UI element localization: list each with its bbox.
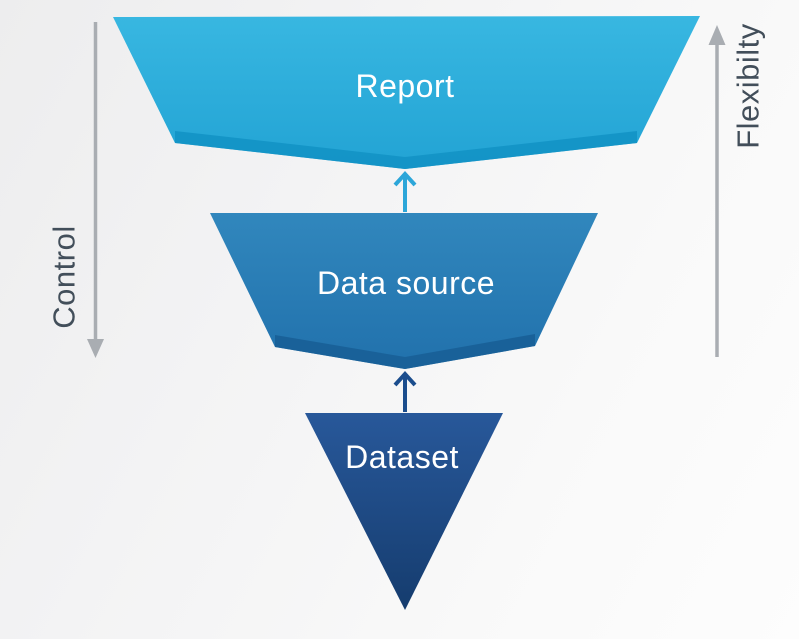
datasource-to-report-arrow-icon xyxy=(393,171,417,212)
report-layer: Report xyxy=(113,16,700,169)
flexibility-axis-label: Flexibilty xyxy=(731,23,766,149)
dataset-layer: Dataset xyxy=(305,413,503,610)
dataset-layer-label: Dataset xyxy=(345,439,459,475)
datasource-layer: Data source xyxy=(210,213,598,369)
flexibility-axis: Flexibilty xyxy=(708,23,766,357)
report-layer-label: Report xyxy=(355,68,454,104)
down-arrowhead-icon xyxy=(87,339,104,358)
datasource-layer-edge xyxy=(275,334,535,369)
report-layer-edge xyxy=(175,131,637,169)
up-arrowhead-icon xyxy=(708,25,726,45)
dataset-layer-shape xyxy=(305,413,503,610)
control-axis: Control xyxy=(47,22,104,358)
report-layer-shape xyxy=(113,16,700,169)
datasource-layer-shape xyxy=(210,213,598,369)
control-axis-label: Control xyxy=(47,225,82,328)
dataset-to-datasource-arrow-icon xyxy=(393,371,417,412)
datasource-layer-label: Data source xyxy=(317,265,495,301)
